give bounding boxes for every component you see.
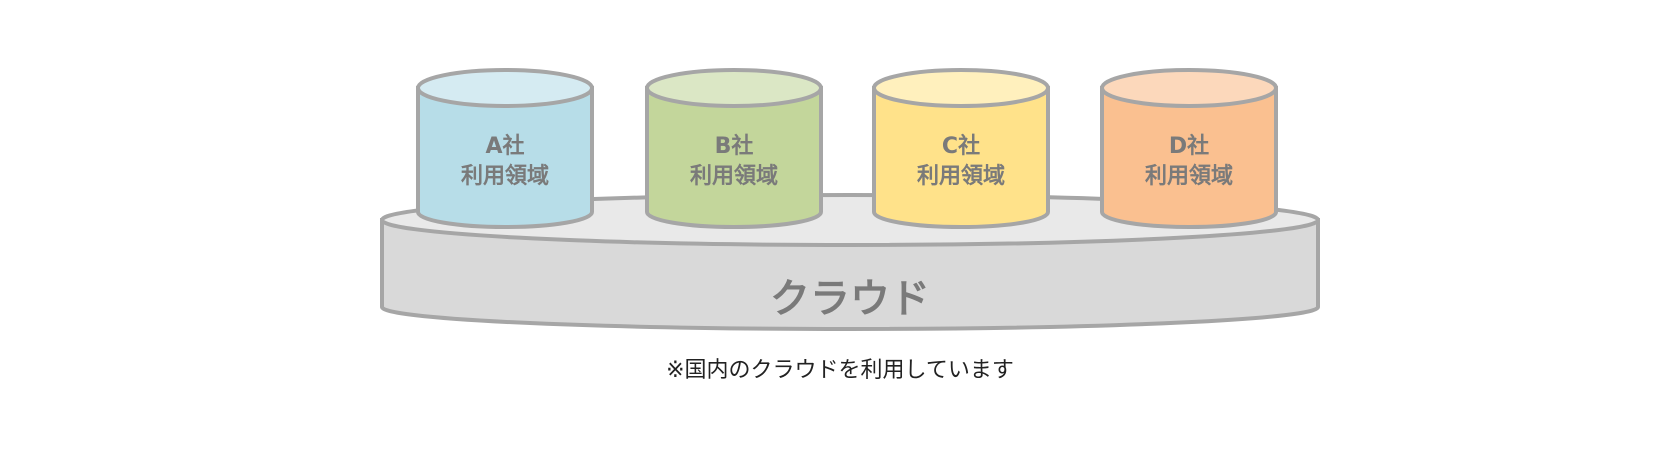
footnote: ※国内のクラウドを利用しています [666,358,1014,383]
database-subtitle: 利用領域 [690,163,778,189]
database-name: D社 [1169,133,1209,159]
database-top [416,68,594,108]
database-top [645,68,823,108]
cloud-platform-top [380,193,1320,247]
database-cylinders: A社 利用領域 B社 利用領域 C社 利用領域 D社 利用領域 [416,68,1278,229]
database-top [1100,68,1278,108]
database-body [872,86,1050,229]
database-cylinder-c: C社 利用領域 [872,68,1050,229]
database-cylinder-a: A社 利用領域 [416,68,594,229]
database-subtitle: 利用領域 [1145,163,1233,189]
database-cylinder-b: B社 利用領域 [645,68,823,229]
database-body [645,86,823,229]
database-name: A社 [485,133,524,159]
cloud-platform-label: クラウド [770,276,930,322]
database-cylinder-d: D社 利用領域 [1100,68,1278,229]
database-top [872,68,1050,108]
database-name: C社 [942,133,980,159]
database-subtitle: 利用領域 [461,163,549,189]
cloud-platform: クラウド [380,193,1320,331]
cloud-platform-body [380,218,1320,331]
database-name: B社 [715,133,754,159]
database-subtitle: 利用領域 [917,163,1005,189]
database-body [1100,86,1278,229]
database-body [416,86,594,229]
